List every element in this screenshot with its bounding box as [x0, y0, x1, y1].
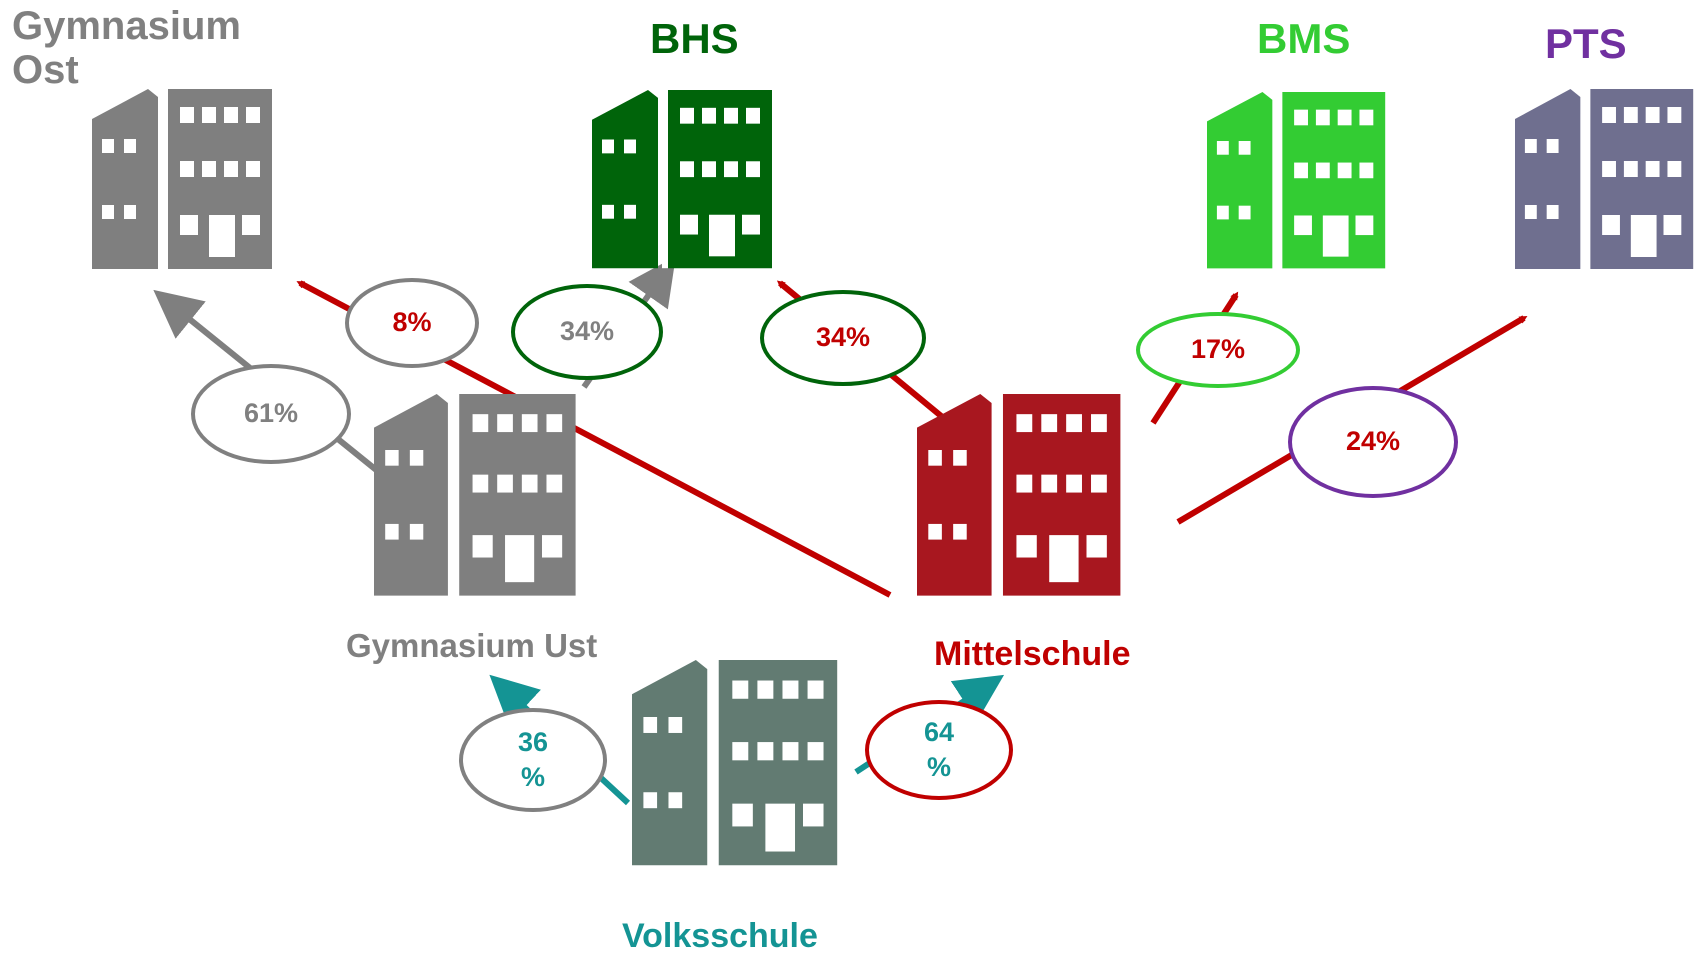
- percentage-oval-mittelschule-to-gymnasium-ost: 8%: [345, 278, 479, 368]
- building-gymnasium-ost-icon: [92, 89, 272, 269]
- pts-label: PTS: [1545, 20, 1627, 67]
- building-mittelschule-icon: [917, 394, 1121, 596]
- building-bhs-icon: [592, 90, 772, 269]
- building-gymnasium-ust-icon: [374, 394, 576, 596]
- building-volksschule-icon: [632, 660, 838, 866]
- percentage-oval-mittelschule-to-bms: 17%: [1136, 312, 1300, 388]
- bms-label: BMS: [1257, 15, 1351, 62]
- percentage-oval-mittelschule-to-pts: 24%: [1288, 386, 1458, 498]
- gymnasium-ust-label: Gymnasium Ust: [346, 627, 598, 664]
- percentage-oval-volksschule-to-gymnasium-ust: 36 %: [459, 708, 607, 812]
- building-bms-icon: [1207, 92, 1386, 269]
- percentage-oval-gymnasium-ust-to-gymnasium-ost: 61%: [191, 364, 351, 464]
- mittelschule-label: Mittelschule: [934, 635, 1131, 673]
- percentage-oval-mittelschule-to-bhs: 34%: [760, 290, 926, 386]
- bhs-label: BHS: [650, 15, 739, 62]
- percentage-oval-volksschule-to-mittelschule: 64 %: [865, 700, 1013, 800]
- building-pts-icon: [1515, 89, 1694, 269]
- percentage-oval-gymnasium-ust-to-bhs: 34%: [511, 284, 663, 380]
- gymnasium-ost-label: Gymnasium Ost: [12, 4, 241, 92]
- volksschule-label: Volksschule: [622, 917, 818, 955]
